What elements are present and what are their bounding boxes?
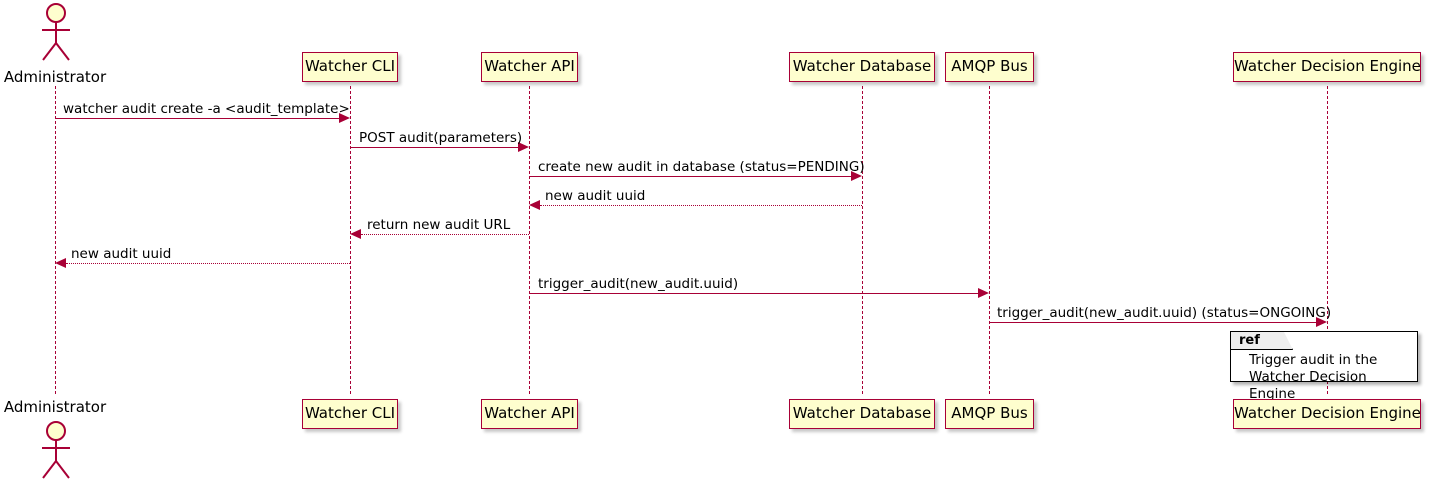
- message-line-8: [989, 322, 1316, 323]
- message-label-3: create new audit in database (status=PEN…: [538, 159, 865, 175]
- message-label-2: POST audit(parameters): [359, 130, 523, 146]
- participant-box-watcher-database-top[interactable]: Watcher Database: [789, 52, 935, 82]
- actor-administrator-bottom-icon: [42, 421, 70, 479]
- message-label-6: new audit uuid: [71, 246, 172, 262]
- message-line-5: [361, 234, 529, 235]
- ref-fragment-line-1: Trigger audit in the: [1249, 352, 1378, 368]
- actor-administrator-top-icon: [42, 3, 70, 61]
- lifeline-watcher-database: [862, 86, 863, 394]
- lifeline-administrator: [55, 86, 56, 394]
- participant-box-amqp-bus-top[interactable]: AMQP Bus: [945, 52, 1034, 82]
- message-line-4: [540, 205, 862, 206]
- participant-box-watcher-decision-engine-top[interactable]: Watcher Decision Engine: [1233, 52, 1421, 82]
- message-label-8: trigger_audit(new_audit.uuid) (status=ON…: [997, 305, 1332, 321]
- lifeline-watcher-api: [529, 86, 530, 394]
- message-label-5: return new audit URL: [367, 217, 511, 233]
- actor-administrator-bottom-label: Administrator: [3, 398, 107, 416]
- participant-box-watcher-cli-top[interactable]: Watcher CLI: [302, 52, 398, 82]
- message-line-1: [55, 118, 339, 119]
- lifeline-watcher-cli: [350, 86, 351, 394]
- message-label-1: watcher audit create -a <audit_template>: [63, 101, 350, 117]
- message-label-7: trigger_audit(new_audit.uuid): [538, 276, 739, 292]
- ref-fragment-line-2: Watcher Decision Engine: [1249, 369, 1367, 402]
- message-line-6: [66, 263, 350, 264]
- ref-fragment-body: Trigger audit in the Watcher Decision En…: [1231, 352, 1417, 403]
- participant-box-watcher-database-bottom[interactable]: Watcher Database: [789, 399, 935, 429]
- message-arrowhead-7: [978, 288, 989, 298]
- message-arrowhead-1: [339, 113, 350, 123]
- message-arrowhead-5: [350, 229, 361, 239]
- message-line-3: [529, 176, 851, 177]
- message-arrowhead-8: [1316, 317, 1327, 327]
- participant-box-watcher-decision-engine-bottom[interactable]: Watcher Decision Engine: [1233, 399, 1421, 429]
- participant-box-watcher-api-top[interactable]: Watcher API: [481, 52, 578, 82]
- message-arrowhead-2: [518, 142, 529, 152]
- participant-box-watcher-cli-bottom[interactable]: Watcher CLI: [302, 399, 398, 429]
- message-arrowhead-6: [55, 258, 66, 268]
- actor-administrator-top-label: Administrator: [3, 68, 107, 86]
- message-line-7: [529, 293, 978, 294]
- ref-fragment-tab-label: ref: [1231, 332, 1293, 350]
- participant-box-amqp-bus-bottom[interactable]: AMQP Bus: [945, 399, 1034, 429]
- message-arrowhead-4: [529, 200, 540, 210]
- lifeline-watcher-decision-engine: [1327, 86, 1328, 394]
- ref-fragment: ref Trigger audit in the Watcher Decisio…: [1230, 331, 1418, 402]
- message-label-4: new audit uuid: [545, 188, 646, 204]
- message-arrowhead-3: [851, 171, 862, 181]
- message-line-2: [350, 147, 518, 148]
- lifeline-amqp-bus: [989, 86, 990, 394]
- participant-box-watcher-api-bottom[interactable]: Watcher API: [481, 399, 578, 429]
